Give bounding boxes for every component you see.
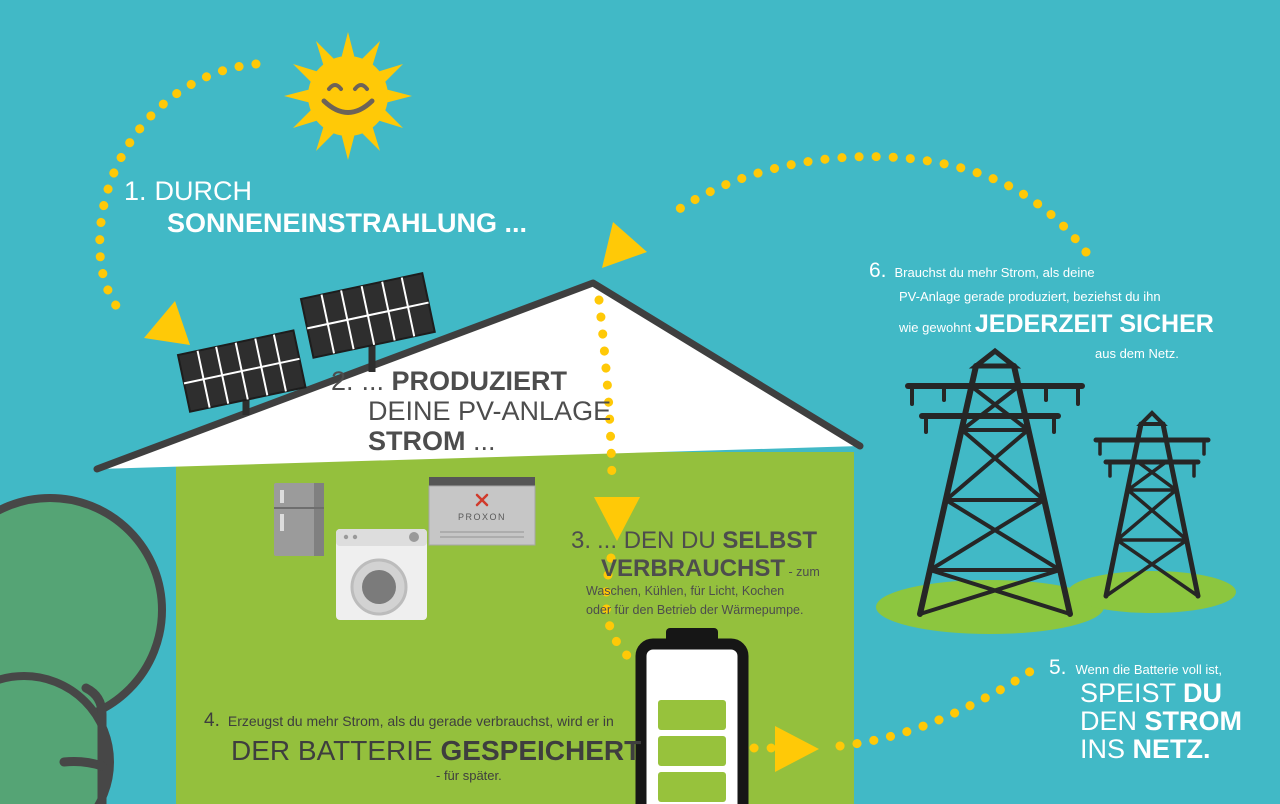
step-2-keyword: PRODUZIERT — [391, 366, 568, 396]
step-3-phrase: ... DEN DU — [597, 527, 723, 554]
step-2-keyword: STROM — [368, 426, 466, 457]
arrow-icon — [594, 497, 640, 541]
grass-ellipse — [876, 580, 1104, 634]
step-3-line-1: 3.... DEN DU SELBST — [571, 527, 820, 555]
power-pylon-icon — [905, 347, 1085, 617]
step-2-number: 2. — [331, 366, 354, 396]
step-3-number: 3. — [571, 527, 592, 554]
tree-branch — [59, 757, 107, 771]
tree-icon — [0, 494, 166, 804]
step-1-number: 1. — [124, 176, 147, 206]
proxon-logo-icon — [475, 493, 489, 507]
step-4-number: 4. — [204, 710, 220, 731]
step-6-line-3: wie gewohnt JEDERZEIT SICHER — [899, 306, 1214, 344]
fridge-icon — [274, 483, 324, 556]
step-5-keyword: NETZ. — [1132, 733, 1211, 764]
step-1-line-1: 1.DURCH — [124, 176, 527, 208]
flow-house-to-battery — [601, 553, 639, 667]
step-3-keyword: SELBST — [722, 527, 818, 554]
step-3-suffix: - zum — [785, 564, 820, 579]
step-1-text: 1.DURCH SONNENEINSTRAHLUNG ... — [124, 176, 527, 240]
step-4-line-3: - für später. — [436, 767, 502, 783]
step-5-word: DEN — [1080, 705, 1145, 736]
power-pylon-icon — [1093, 410, 1211, 599]
step-3-line-3: Waschen, Kühlen, für Licht, Kochen — [586, 584, 785, 599]
tree-foliage — [0, 672, 114, 804]
sun-icon — [284, 32, 412, 160]
step-5-line-3: DEN STROM — [1080, 705, 1243, 736]
step-6-line-4: aus dem Netz. — [1095, 345, 1179, 361]
step-4-line-2: DER BATTERIE GESPEICHERT — [231, 733, 641, 768]
step-2-line-1: 2.... PRODUZIERT — [331, 366, 611, 396]
step-4-line-1: 4. Erzeugst du mehr Strom, als du gerade … — [204, 710, 641, 733]
step-3-text: 3.... DEN DU SELBST VERBRAUCHST - zum Wa… — [571, 527, 820, 620]
step-4-text: 4. Erzeugst du mehr Strom, als du gerade … — [204, 710, 641, 785]
flow-grid-to-house — [667, 152, 1091, 257]
step-6-line-2: PV-Anlage gerade produziert, beziehst du… — [899, 288, 1161, 304]
step-5-line-1: 5. Wenn die Batterie voll ist, — [1049, 655, 1242, 680]
solar-panel-icon — [299, 272, 436, 372]
step-2-line-3: STROM ... — [368, 426, 611, 456]
step-4-keyword: GESPEICHERT — [440, 734, 642, 766]
flow-sun-to-panels — [95, 59, 261, 321]
step-5-word: INS — [1080, 733, 1133, 764]
step-2-line-2: DEINE PV-ANLAGE — [368, 396, 612, 427]
step-2-text: 2.... PRODUZIERT DEINE PV-ANLAGE STROM .… — [331, 366, 611, 457]
step-6-text: 6. Brauchst du mehr Strom, als deine PV-A… — [869, 255, 1214, 363]
step-3-keyword: VERBRAUCHST — [601, 554, 786, 582]
step-5-word: SPEIST — [1080, 678, 1184, 709]
step-3-line-4: oder für den Betrieb der Wärmepumpe. — [586, 602, 804, 617]
step-2-ellipsis: ... — [361, 366, 392, 396]
step-6-keyword: JEDERZEIT SICHER — [974, 310, 1214, 338]
tree-trunk — [81, 683, 107, 804]
sun-face — [321, 83, 375, 115]
battery-cell — [658, 772, 726, 802]
battery-icon — [635, 628, 749, 804]
arrow-icon — [144, 301, 190, 345]
step-1-line-2: SONNENEINSTRAHLUNG ... — [167, 207, 528, 238]
step-6-phrase: wie gewohnt — [899, 320, 975, 335]
energy-flow-dots — [95, 59, 1091, 753]
step-5-keyword: DU — [1183, 678, 1223, 709]
solar-panel-icon — [176, 329, 307, 415]
house-roof — [93, 279, 864, 473]
grass-ellipse — [1068, 571, 1236, 613]
step-6-line-1: 6. Brauchst du mehr Strom, als deine — [869, 255, 1214, 287]
step-4-phrase: Erzeugst du mehr Strom, als du gerade ve… — [227, 713, 614, 729]
step-5-text: 5.Wenn die Batterie voll ist, SPEIST DU … — [1049, 655, 1242, 764]
step-5-line-2: SPEIST DU — [1080, 678, 1242, 709]
step-4-phrase: DER BATTERIE — [231, 734, 441, 766]
step-5-phrase: Wenn die Batterie voll ist, — [1075, 662, 1222, 677]
step-5-keyword: STROM — [1144, 705, 1243, 736]
step-6-number: 6. — [869, 259, 887, 282]
proxon-label: PROXON — [458, 512, 506, 522]
step-2-ellipsis: ... — [465, 426, 496, 457]
step-1-word: DURCH — [154, 176, 253, 206]
arrow-icon — [775, 726, 819, 772]
washing-machine-icon — [336, 529, 427, 620]
flow-roof-into-house — [594, 295, 617, 487]
heat-pump-unit-icon: PROXON — [428, 477, 536, 546]
step-6-phrase: Brauchst du mehr Strom, als deine — [894, 265, 1095, 280]
arrow-icon — [602, 222, 647, 268]
step-5-line-4: INS NETZ. — [1080, 733, 1242, 764]
flow-battery-to-grid — [835, 658, 1048, 751]
battery-cell — [658, 736, 726, 766]
step-3-line-2: VERBRAUCHST - zum — [601, 555, 820, 583]
battery-cell — [658, 700, 726, 730]
flow-arrows — [144, 222, 819, 772]
step-5-number: 5. — [1049, 656, 1067, 679]
